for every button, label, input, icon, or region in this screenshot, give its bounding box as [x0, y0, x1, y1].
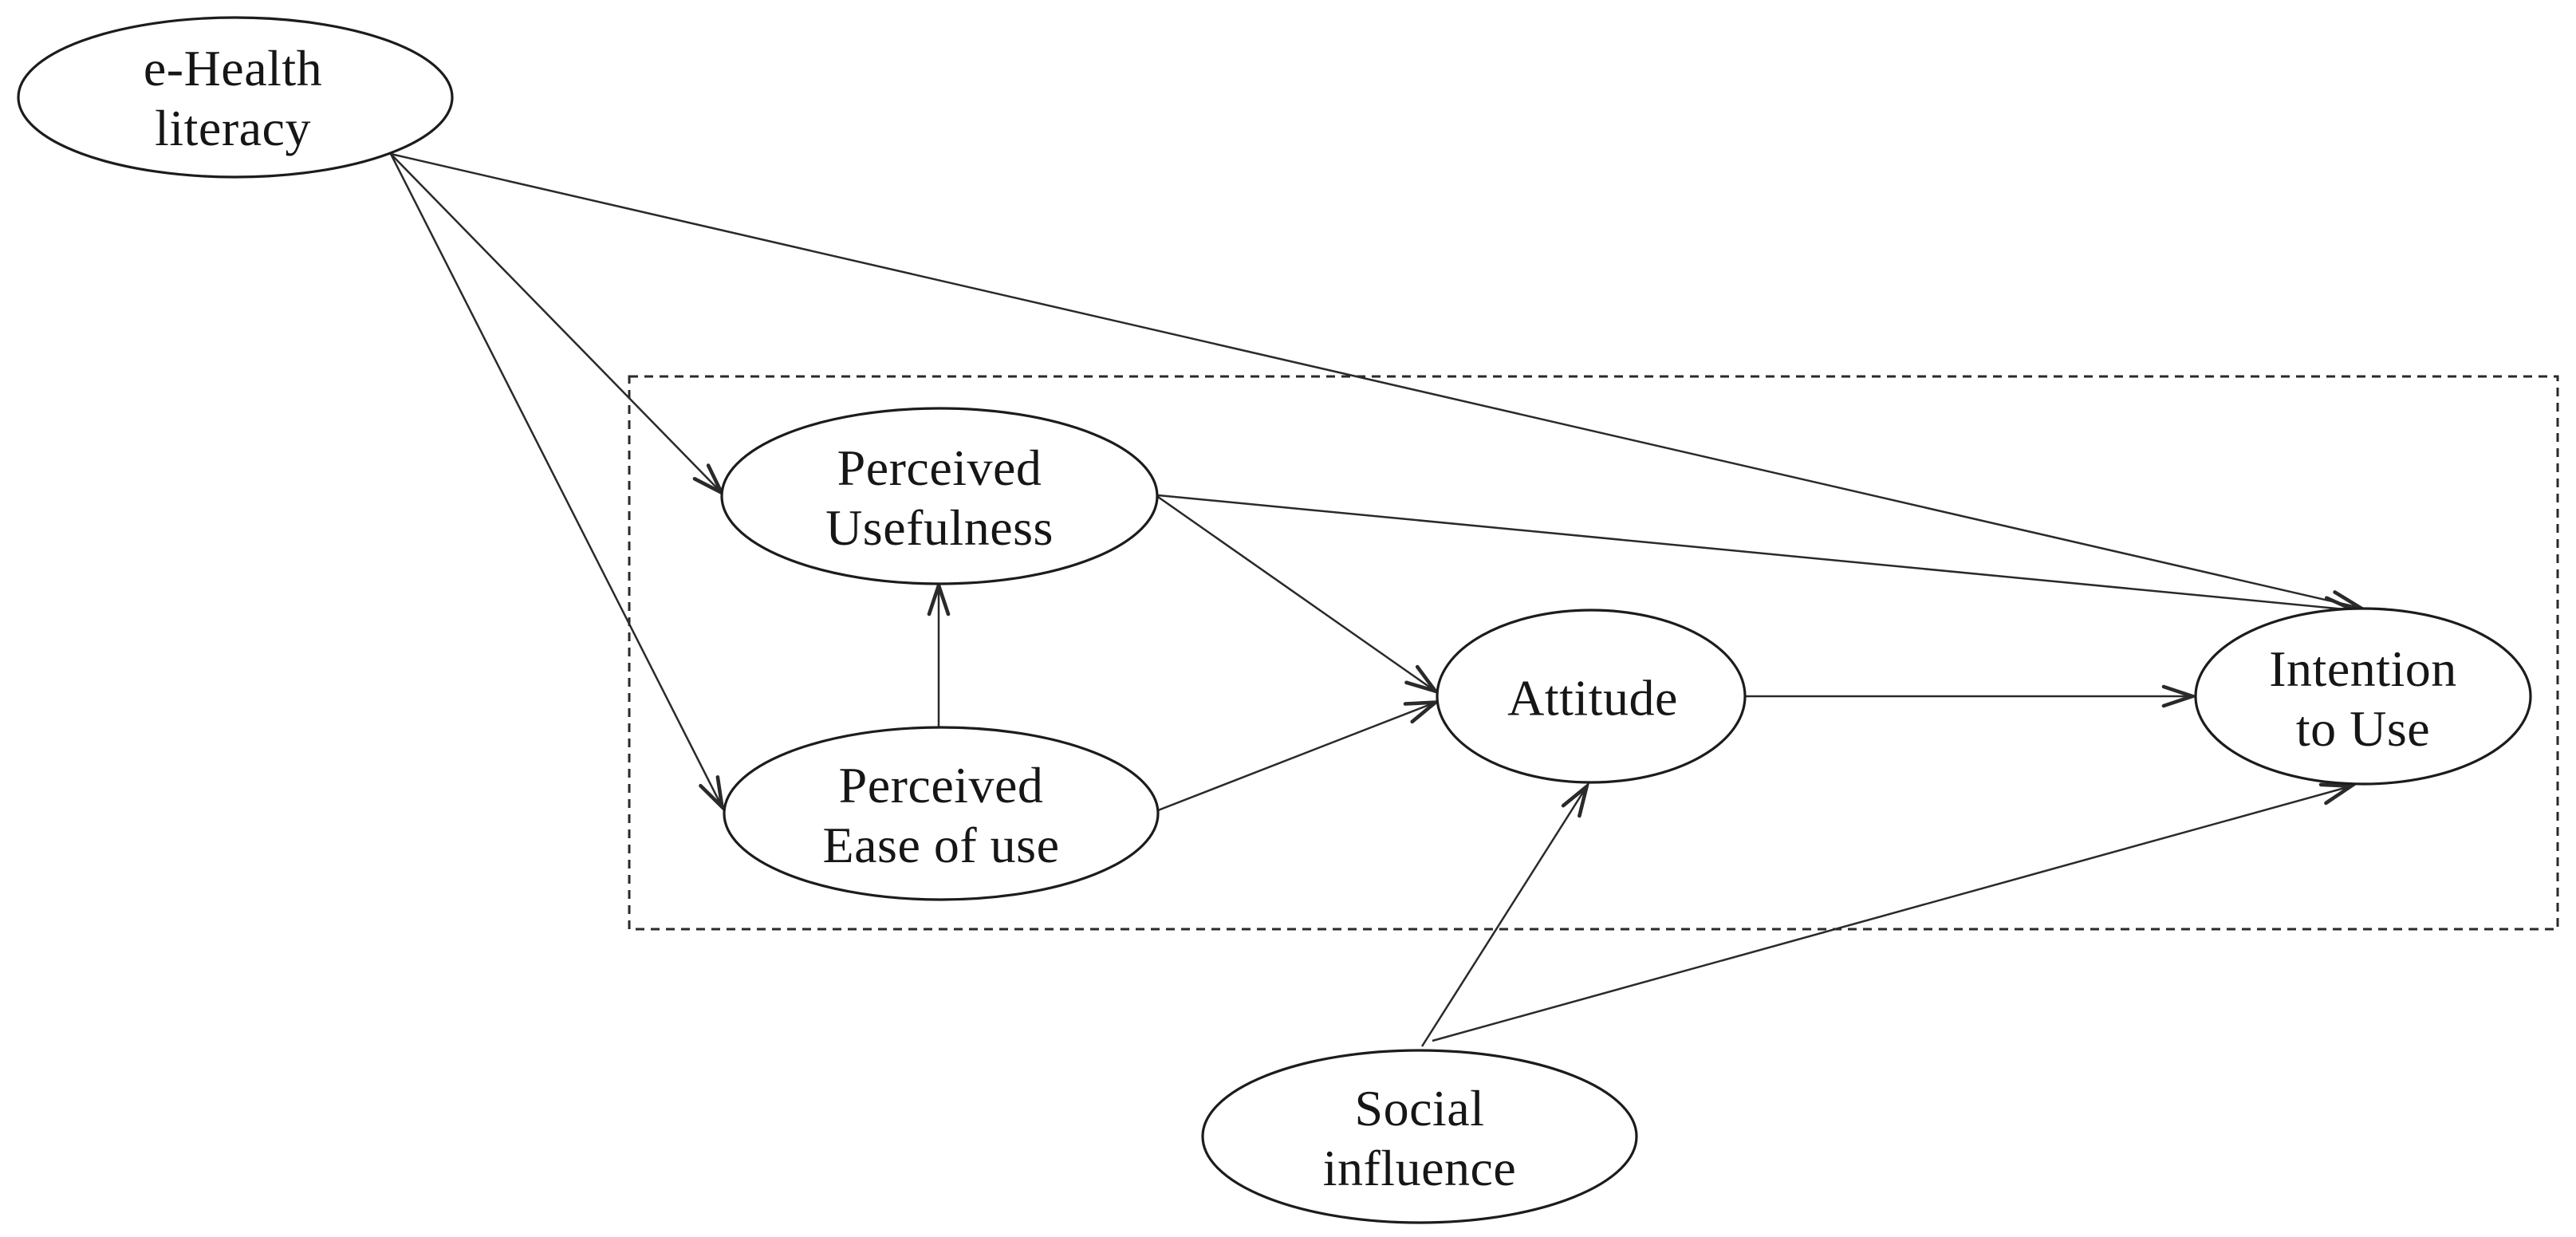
tam-boundary-box [628, 375, 2559, 931]
edge-social-to-attitude [1420, 787, 1586, 1047]
edge-social-to-intention [1432, 786, 2350, 1042]
node-perceived-usefulness-ellipse [720, 407, 1159, 585]
edge-ehealth-to-perceived-usefulness [390, 153, 721, 492]
edge-ehealth-to-perceived-ease-of-use [389, 153, 722, 806]
edge-perceived-ease-to-attitude [1157, 703, 1435, 812]
node-social-influence-ellipse [1201, 1049, 1638, 1224]
node-intention-to-use-ellipse [2194, 607, 2532, 786]
edge-ehealth-to-intention [390, 152, 2360, 608]
edge-perceived-usefulness-to-intention [1157, 494, 2353, 610]
node-ehealth-literacy-ellipse [17, 16, 454, 179]
node-perceived-ease-of-use-ellipse [723, 726, 1160, 901]
node-attitude-ellipse [1436, 609, 1747, 784]
edge-perceived-usefulness-to-attitude [1157, 495, 1435, 691]
